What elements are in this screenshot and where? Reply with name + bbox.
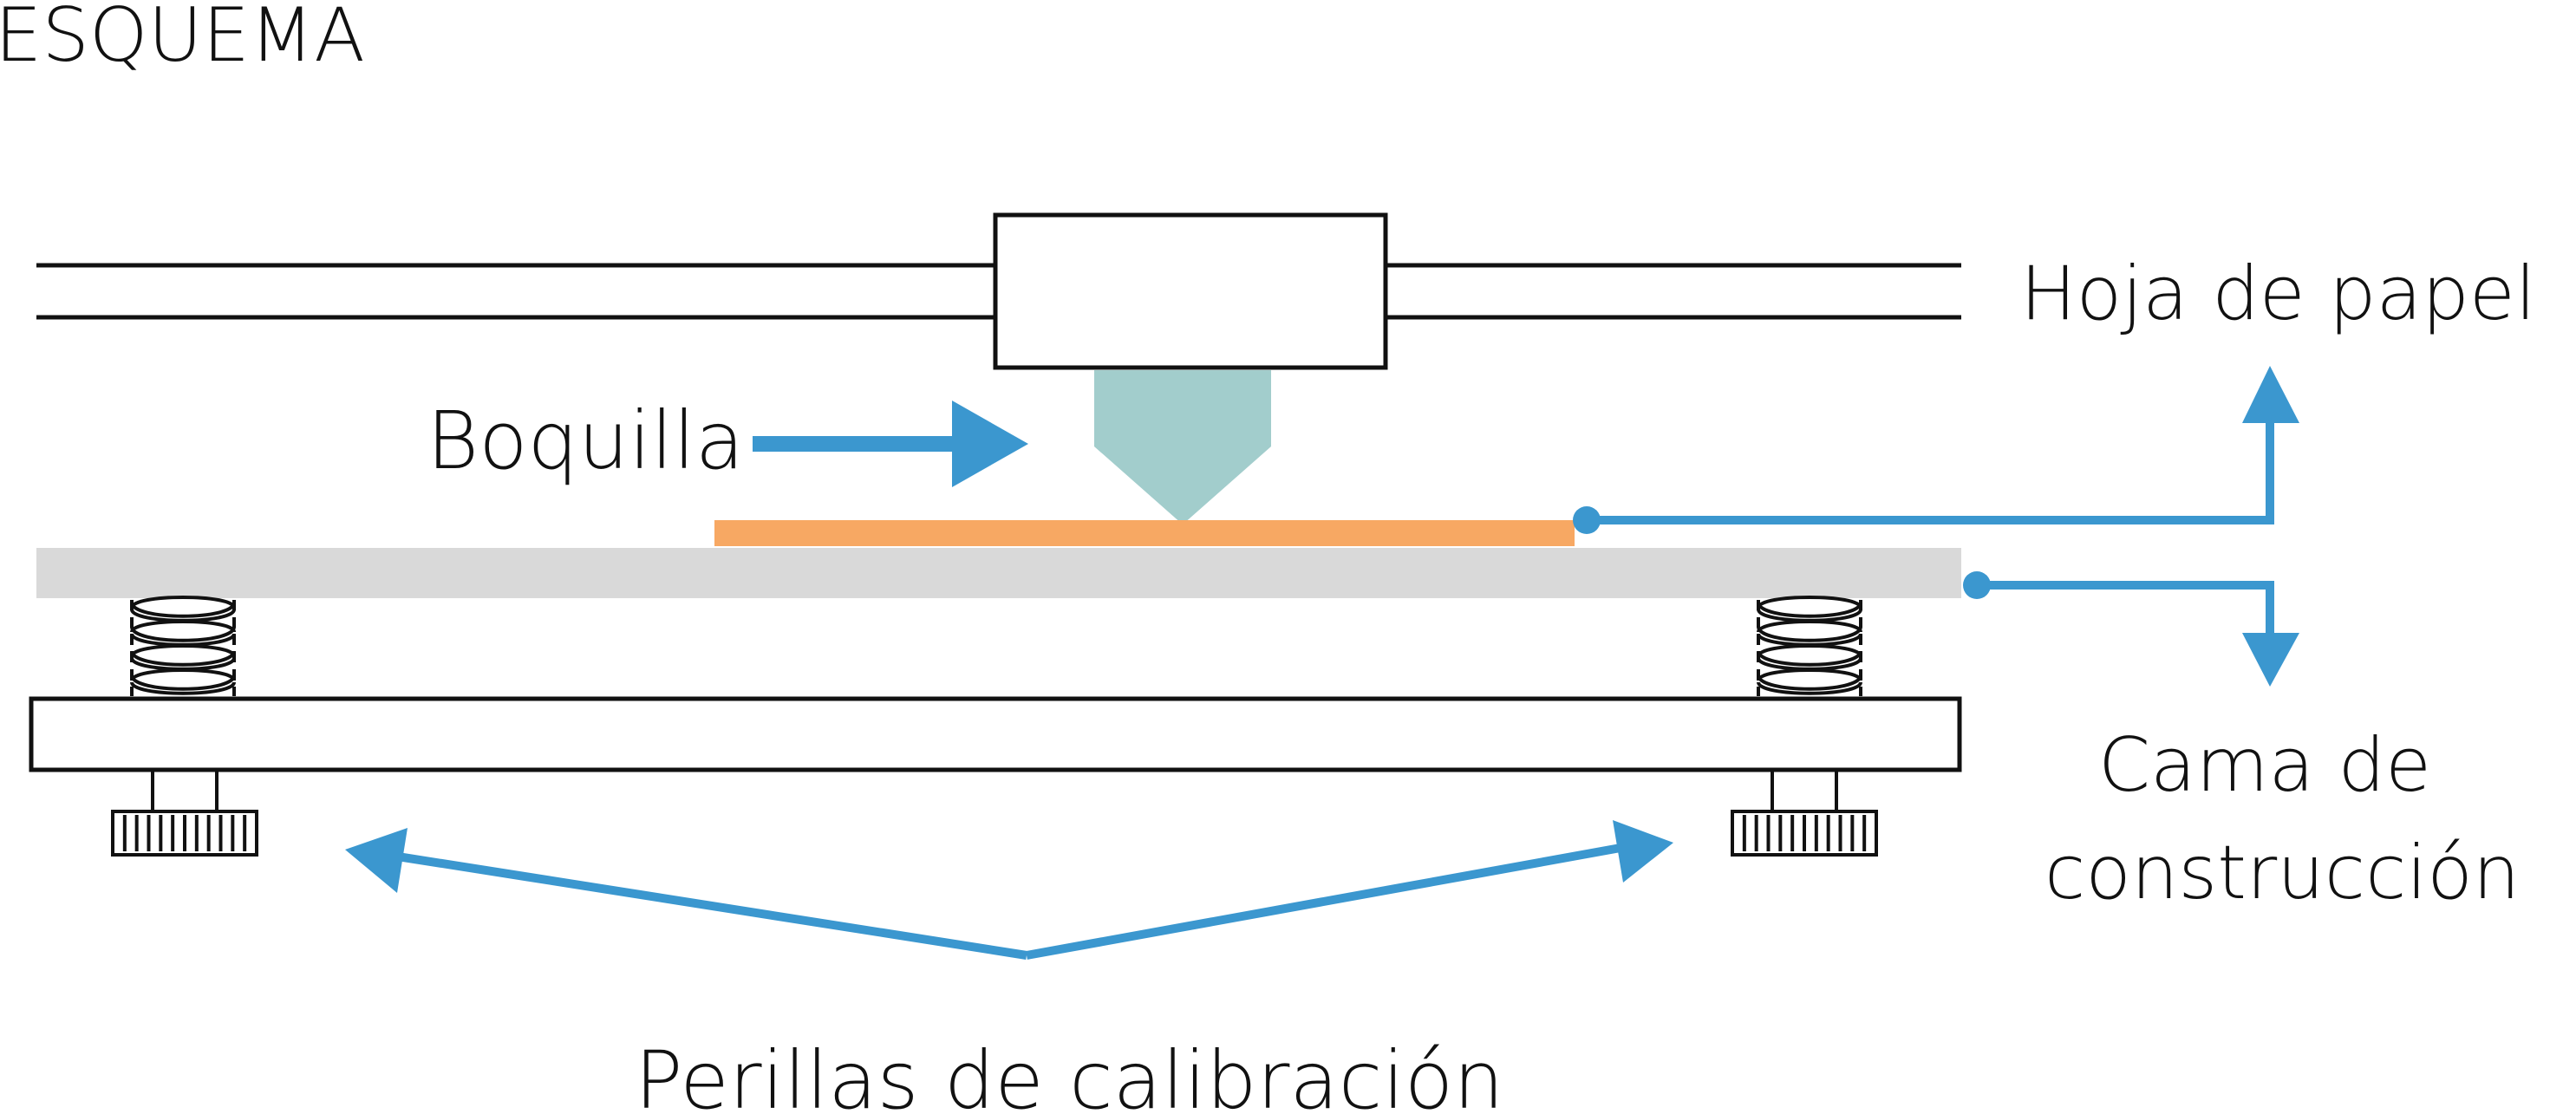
diagram-title: ESQUEMA bbox=[0, 0, 365, 79]
build-bed bbox=[36, 548, 1961, 598]
label-knobs: Perillas de calibración bbox=[635, 1034, 1504, 1114]
knobs-callout-arrows bbox=[345, 820, 1673, 960]
nozzle bbox=[1094, 370, 1271, 524]
right-spring bbox=[1757, 596, 1862, 696]
nozzle-arrow bbox=[753, 401, 1028, 487]
base-plate bbox=[29, 696, 1962, 772]
right-calibration-knob bbox=[1731, 772, 1878, 857]
bed-callout-arrow bbox=[1963, 571, 2299, 687]
paper-callout-arrow bbox=[1573, 366, 2299, 534]
label-bed-line2: construcción bbox=[2044, 830, 2520, 916]
left-calibration-knob bbox=[111, 772, 258, 857]
gantry-rails bbox=[36, 263, 1961, 320]
paper-sheet bbox=[714, 520, 1575, 546]
left-spring bbox=[130, 596, 236, 696]
label-bed-line1: Cama de bbox=[2098, 722, 2431, 809]
label-nozzle: Boquilla bbox=[427, 394, 744, 487]
label-paper: Hoja de papel bbox=[2020, 251, 2536, 337]
print-head-carriage bbox=[993, 212, 1388, 370]
